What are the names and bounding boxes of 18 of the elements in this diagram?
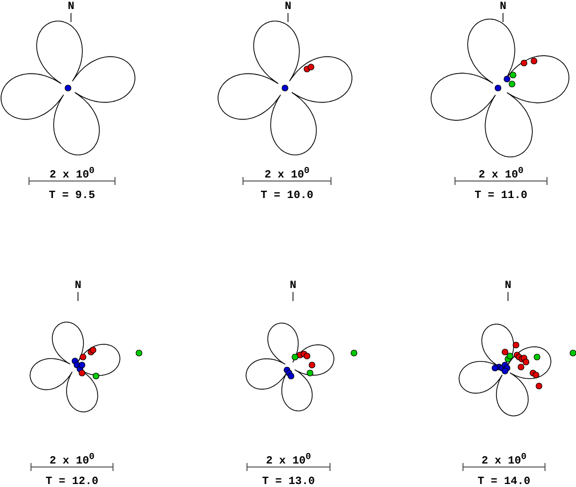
north-label: N [68, 1, 74, 13]
scale-label: 2 x 10$^{0}$ [478, 165, 524, 182]
scale-label: 2 x 10$^{0}$ [49, 165, 95, 182]
time-label: T = 10.0 [260, 190, 314, 202]
north-label: N [504, 280, 512, 292]
north-label: N [290, 280, 296, 292]
north-label: N [74, 280, 82, 292]
scale-label: 2 x 10$^{0}$ [264, 165, 310, 182]
time-label: T = 13.0 [262, 476, 315, 487]
time-label: T = 9.5 [48, 190, 96, 202]
scale-label: 2 x 10$^{0}$ [481, 451, 527, 468]
time-label: T = 11.0 [474, 190, 528, 202]
north-label: N [500, 1, 506, 13]
scale-label: 2 x 10$^{0}$ [49, 451, 95, 468]
time-label: T = 12.0 [46, 476, 98, 487]
scale-label: 2 x 10$^{0}$ [266, 451, 312, 468]
north-label: N [284, 1, 292, 13]
time-label: T = 14.0 [478, 476, 530, 487]
